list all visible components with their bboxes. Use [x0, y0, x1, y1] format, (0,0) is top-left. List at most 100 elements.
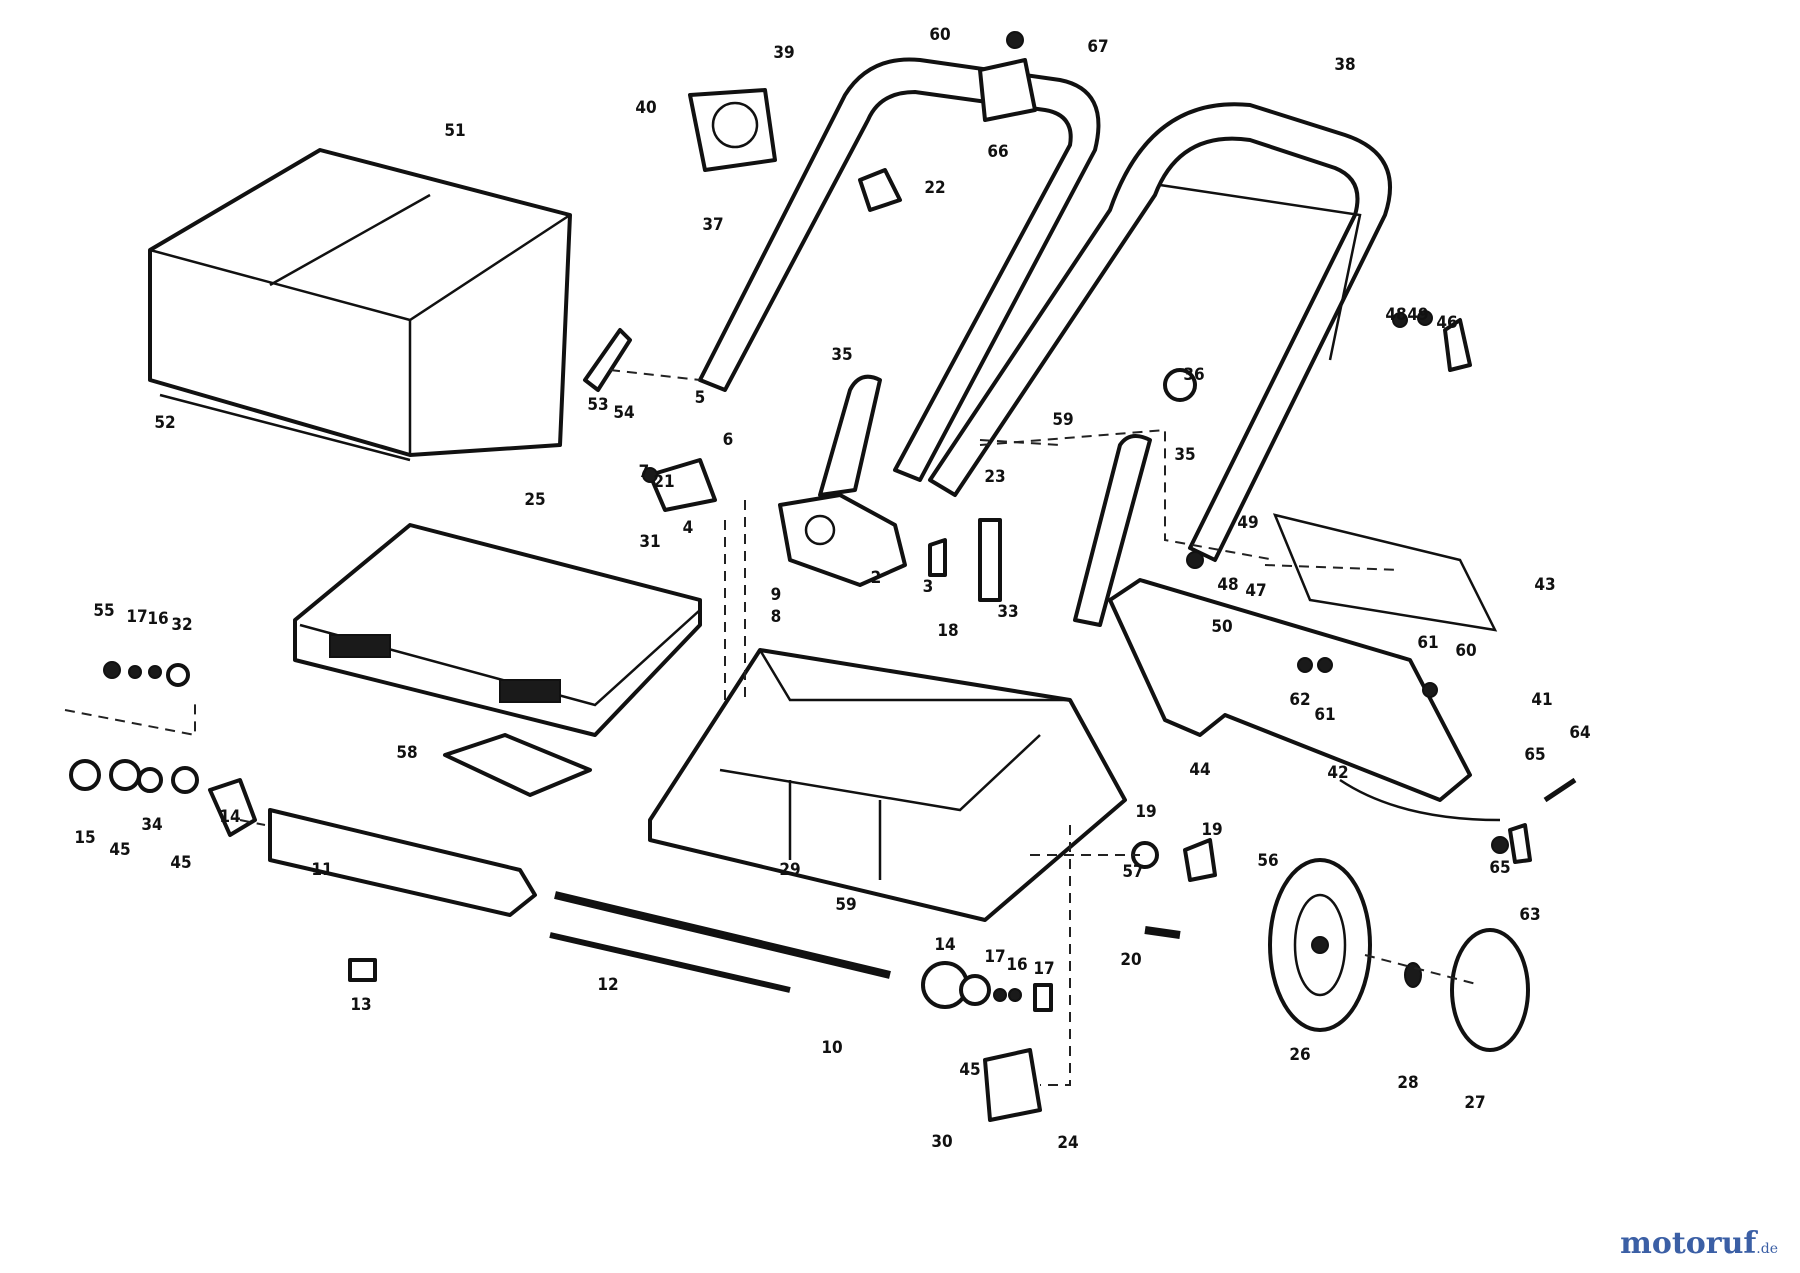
callout-c35: 48: [1217, 575, 1238, 595]
callout-c24: 4: [683, 518, 694, 538]
callout-c17: 35: [831, 345, 852, 365]
callout-c69: 14: [934, 935, 955, 955]
callout-c76: 26: [1289, 1045, 1310, 1065]
callout-c78: 27: [1464, 1093, 1485, 1113]
callout-c42: 50: [1211, 617, 1232, 637]
callout-c40: 16: [147, 609, 168, 629]
callout-c80: 24: [1057, 1133, 1078, 1153]
rod: [549, 932, 791, 993]
wheel: [1268, 858, 1372, 1032]
callout-c61: 56: [1257, 851, 1278, 871]
callout-c33: 33: [997, 602, 1018, 622]
roller-guard: [268, 808, 537, 917]
callout-c21: 6: [723, 430, 734, 450]
callout-c34: 49: [1237, 513, 1258, 533]
main-deck-housing: [648, 648, 1127, 922]
callout-c38: 55: [93, 601, 114, 621]
callout-c73: 10: [821, 1038, 842, 1058]
callout-c55: 34: [141, 815, 162, 835]
callout-c63: 63: [1519, 905, 1540, 925]
handle-upper-right: [928, 102, 1392, 562]
callout-c46: 60: [1455, 641, 1476, 661]
callout-c3: 39: [773, 43, 794, 63]
callout-c7: 66: [987, 142, 1008, 162]
handle-lower-tube-left: [818, 374, 882, 497]
callout-c79: 30: [931, 1132, 952, 1152]
callout-c26: 31: [639, 532, 660, 552]
callout-c53: 15: [74, 828, 95, 848]
motor-switch-unit: [778, 493, 907, 587]
callout-c23: 21: [653, 472, 674, 492]
callout-c59: 19: [1201, 820, 1222, 840]
callout-c48: 58: [396, 743, 417, 763]
handle-lower-tube-right: [1073, 434, 1152, 627]
grass-catcher-box: [148, 148, 572, 462]
callout-c18: 36: [1183, 365, 1204, 385]
callout-c74: 13: [350, 995, 371, 1015]
callout-c39: 17: [126, 607, 147, 627]
callout-c54: 45: [109, 840, 130, 860]
callout-c20: 35: [1174, 445, 1195, 465]
hubcap: [1450, 928, 1530, 1052]
callout-c41: 32: [171, 615, 192, 635]
watermark-logo: motoruf.de: [1620, 1226, 1778, 1261]
small-hardware: [69, 31, 1577, 1122]
assembly-lines: [64, 369, 1481, 1086]
callout-c57: 14: [219, 807, 240, 827]
callout-c28: 3: [923, 577, 934, 597]
callout-c19: 59: [1052, 410, 1073, 430]
rear-flap-frame: [1108, 513, 1501, 822]
watermark-tld: .de: [1756, 1241, 1778, 1257]
callout-c65: 29: [779, 860, 800, 880]
callout-c31: 9: [771, 585, 782, 605]
pad: [443, 733, 592, 797]
callout-c10: 48: [1385, 305, 1406, 325]
callout-c60: 57: [1122, 862, 1143, 882]
callout-c27: 2: [871, 568, 882, 588]
callout-c51: 64: [1569, 723, 1590, 743]
callout-c52: 65: [1524, 745, 1545, 765]
callout-c13: 52: [154, 413, 175, 433]
callout-c32: 18: [937, 621, 958, 641]
callout-c8: 22: [924, 178, 945, 198]
callout-c50: 42: [1327, 763, 1348, 783]
callout-c77: 28: [1397, 1073, 1418, 1093]
tine-shaft: [554, 891, 891, 979]
callout-c56: 45: [170, 853, 191, 873]
callout-c44: 61: [1314, 705, 1335, 725]
callout-c29: 23: [984, 467, 1005, 487]
callout-c16: 5: [695, 388, 706, 408]
watermark-main: motoruf: [1620, 1226, 1757, 1261]
callout-c22: 7: [639, 462, 650, 482]
callout-c2: 67: [1087, 37, 1108, 57]
callout-c58: 19: [1135, 802, 1156, 822]
callout-c68: 12: [597, 975, 618, 995]
callout-c4: 40: [635, 98, 656, 118]
callout-c49: 44: [1189, 760, 1210, 780]
callout-c9: 37: [702, 215, 723, 235]
handle-upper-left: [698, 57, 1101, 482]
callout-c12: 46: [1436, 313, 1457, 333]
callout-c72: 17: [1033, 959, 1054, 979]
callout-c5: 38: [1334, 55, 1355, 75]
callout-c6: 51: [444, 121, 465, 141]
callout-c36: 47: [1245, 581, 1266, 601]
callout-c66: 59: [835, 895, 856, 915]
housing-cover: [293, 523, 702, 737]
callout-c70: 17: [984, 947, 1005, 967]
callout-c43: 62: [1289, 690, 1310, 710]
callout-c64: 11: [311, 860, 332, 880]
callout-c37: 43: [1534, 575, 1555, 595]
callout-c1: 60: [929, 25, 950, 45]
callout-c67: 20: [1120, 950, 1141, 970]
callout-c14: 53: [587, 395, 608, 415]
callout-c45: 61: [1417, 633, 1438, 653]
callout-c62: 65: [1489, 858, 1510, 878]
callout-c15: 54: [613, 403, 634, 423]
callout-c75: 45: [959, 1060, 980, 1080]
callout-c71: 16: [1006, 955, 1027, 975]
callout-c30: 8: [771, 607, 782, 627]
callout-c11: 49: [1407, 305, 1428, 325]
